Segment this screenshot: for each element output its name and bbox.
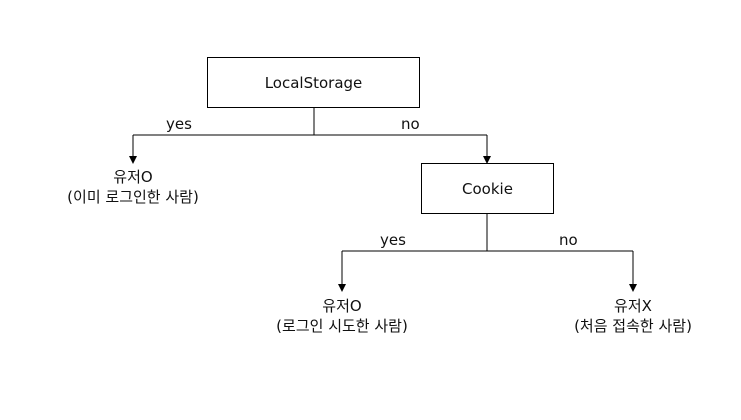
leaf-logged-in-note: (이미 로그인한 사람) [67,188,199,206]
leaf-first-visit: 유저X (처음 접속한 사람) [543,296,723,336]
cookie-node: Cookie [421,163,554,214]
root-yes-label: yes [166,115,192,133]
leaf-login-attempt-title: 유저O [322,297,362,315]
leaf-login-attempt: 유저O (로그인 시도한 사람) [241,296,443,336]
leaf-logged-in-title: 유저O [113,168,153,186]
leaf-first-visit-note: (처음 접속한 사람) [574,317,692,335]
leaf-login-attempt-note: (로그인 시도한 사람) [276,317,408,335]
root-no-label: no [401,115,420,133]
localstorage-node-label: LocalStorage [264,73,363,92]
cookie-node-label: Cookie [462,179,513,198]
leaf-first-visit-title: 유저X [614,297,652,315]
cookie-yes-label: yes [380,231,406,249]
localstorage-node: LocalStorage [207,57,420,108]
leaf-logged-in: 유저O (이미 로그인한 사람) [33,167,233,207]
cookie-no-label: no [559,231,578,249]
